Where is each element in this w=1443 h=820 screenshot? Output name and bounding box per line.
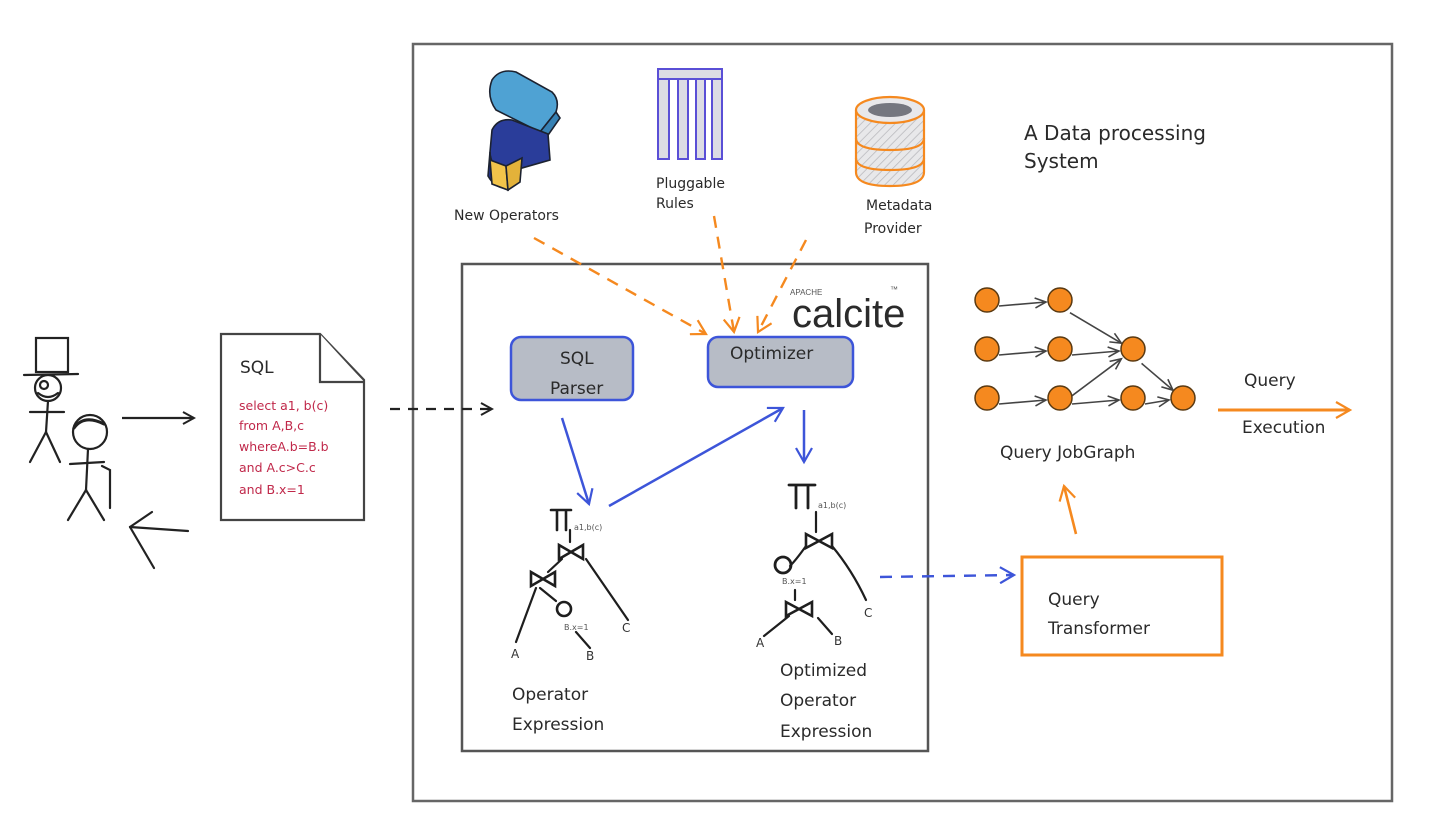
arrow-optimized-to-transformer	[879, 566, 1017, 585]
arrow-result-to-user	[128, 510, 190, 570]
jobgraph-edge	[1071, 395, 1121, 407]
jobgraph-node	[1170, 385, 1196, 411]
sql-parser-label-1: SQL	[560, 349, 594, 369]
jobgraph-edge	[1141, 362, 1175, 392]
sql-line-4: and A.c>C.c	[239, 460, 316, 475]
stick-figure-second	[66, 413, 112, 522]
arrow-transformer-to-jobgraph	[1058, 483, 1078, 535]
calcite-apache-prefix: APACHE	[790, 288, 822, 297]
arrow-operators-to-optimizer	[533, 236, 708, 336]
stick-figure-top-hat	[22, 336, 80, 464]
execution-label-2: Execution	[1242, 418, 1325, 438]
metadata-provider-icon	[854, 95, 926, 188]
opt-project-sub: a1,b(c)	[818, 501, 846, 510]
opt-caption-3: Expression	[780, 722, 872, 742]
transformer-label-1: Query	[1048, 590, 1100, 610]
opt-leaf-b: B	[834, 634, 842, 648]
jobgraph-edges	[998, 297, 1175, 408]
jobgraph-node	[1047, 385, 1073, 411]
jobgraph-node	[1047, 287, 1073, 313]
user-figures	[22, 336, 112, 522]
opt-caption-1: Optimized	[780, 661, 867, 681]
optimized-expression-tree	[762, 483, 868, 638]
op-filter-sub: B.x=1	[564, 623, 589, 632]
opt-leaf-c: C	[864, 606, 872, 620]
metadata-provider-label-1: Metadata	[866, 198, 932, 214]
arrow-metadata-to-optimizer	[756, 239, 808, 334]
sql-line-2: from A,B,c	[239, 418, 304, 433]
pluggable-rules-label-2: Rules	[656, 196, 694, 212]
op-leaf-a: A	[511, 647, 520, 661]
jobgraph-edge	[998, 346, 1048, 358]
metadata-provider-label-2: Provider	[864, 221, 922, 237]
new-operators-label: New Operators	[454, 208, 559, 224]
jobgraph-node	[1047, 336, 1073, 362]
jobgraph-edge	[1069, 357, 1123, 398]
calcite-trademark: ™	[890, 285, 898, 294]
transformer-label-2: Transformer	[1047, 619, 1150, 639]
query-transformer-box: Query Transformer	[1020, 555, 1224, 657]
jobgraph-edge	[998, 395, 1048, 407]
apache-calcite-logo: APACHE calcite ™	[790, 285, 905, 336]
pluggable-rules-icon	[657, 68, 723, 160]
operator-expression-tree	[514, 508, 630, 650]
op-leaf-b: B	[586, 649, 594, 663]
sql-parser-box: SQL Parser	[509, 335, 635, 402]
optimizer-box: Optimizer	[706, 335, 855, 389]
pluggable-rules-label-1: Pluggable	[656, 176, 725, 192]
arrow-expression-to-optimizer	[608, 406, 785, 508]
arrow-parser-to-expression	[560, 417, 594, 507]
sql-line-1: select a1, b(c)	[239, 398, 328, 413]
execution-label-1: Query	[1244, 371, 1296, 391]
data-processing-system-frame	[411, 42, 1394, 803]
jobgraph-edge	[998, 297, 1048, 309]
jobgraph-node	[1120, 385, 1146, 411]
system-title-line-1: A Data processing	[1024, 121, 1206, 145]
jobgraph-node	[974, 287, 1000, 313]
jobgraph-nodes	[974, 287, 1196, 411]
opt-leaf-a: A	[756, 636, 765, 650]
op-project-sub: a1,b(c)	[574, 523, 602, 532]
jobgraph-edge	[1069, 311, 1124, 345]
system-title-line-2: System	[1024, 149, 1099, 173]
jobgraph-label: Query JobGraph	[1000, 443, 1135, 463]
sql-doc-title: SQL	[240, 358, 274, 378]
op-caption-1: Operator	[512, 685, 588, 705]
new-operators-icon	[487, 70, 561, 192]
sql-parser-label-2: Parser	[550, 379, 603, 399]
sql-line-3: whereA.b=B.b	[239, 439, 329, 454]
sql-document: SQL select a1, b(c) from A,B,c whereA.b=…	[219, 332, 366, 522]
calcite-wordmark: calcite	[792, 292, 905, 336]
jobgraph-node	[974, 336, 1000, 362]
jobgraph-node	[974, 385, 1000, 411]
optimizer-label: Optimizer	[730, 344, 813, 364]
jobgraph-node	[1120, 336, 1146, 362]
arrow-rules-to-optimizer	[712, 215, 741, 335]
op-leaf-c: C	[622, 621, 630, 635]
op-caption-2: Expression	[512, 715, 604, 735]
calcite-frame	[460, 262, 930, 753]
jobgraph-edge	[1071, 346, 1121, 358]
opt-filter-sub: B.x=1	[782, 577, 807, 586]
opt-caption-2: Operator	[780, 691, 856, 711]
jobgraph-edge	[1144, 396, 1171, 408]
sql-line-5: and B.x=1	[239, 482, 305, 497]
